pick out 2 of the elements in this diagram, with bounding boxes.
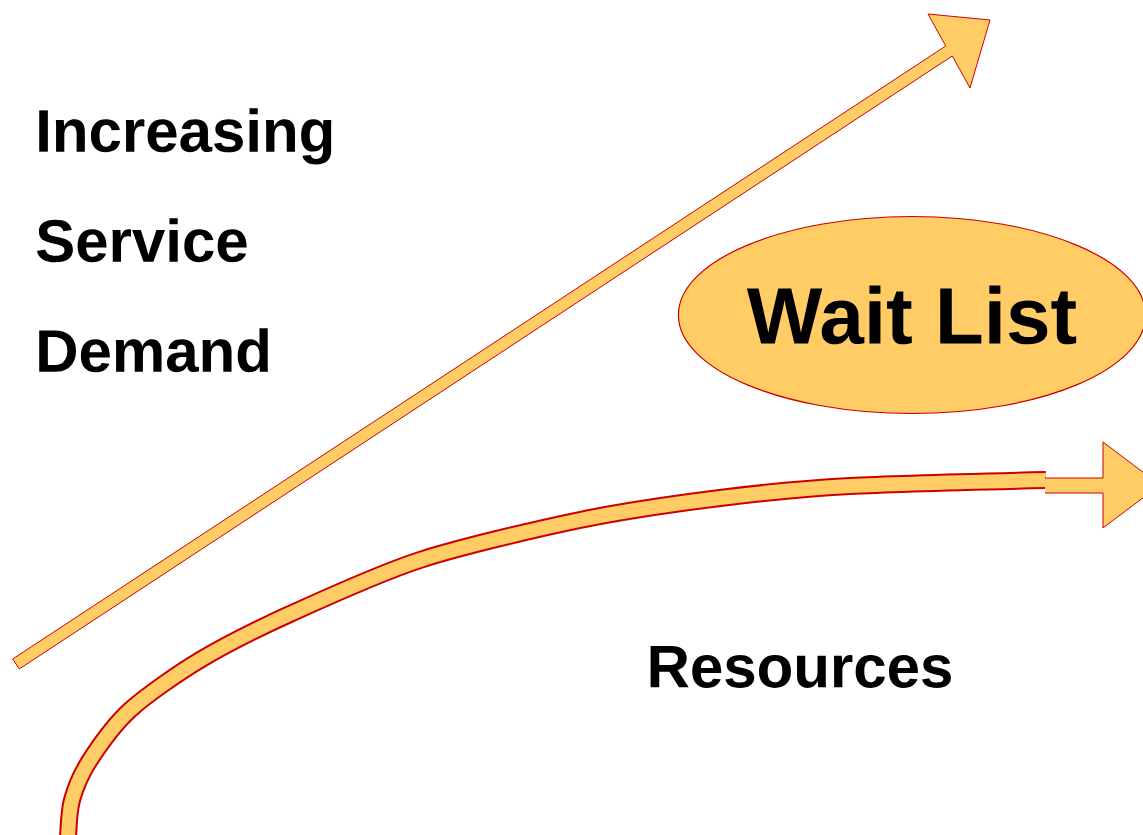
label-text: Increasing Service Demand — [36, 108, 332, 373]
label-text: Resources — [650, 646, 951, 688]
